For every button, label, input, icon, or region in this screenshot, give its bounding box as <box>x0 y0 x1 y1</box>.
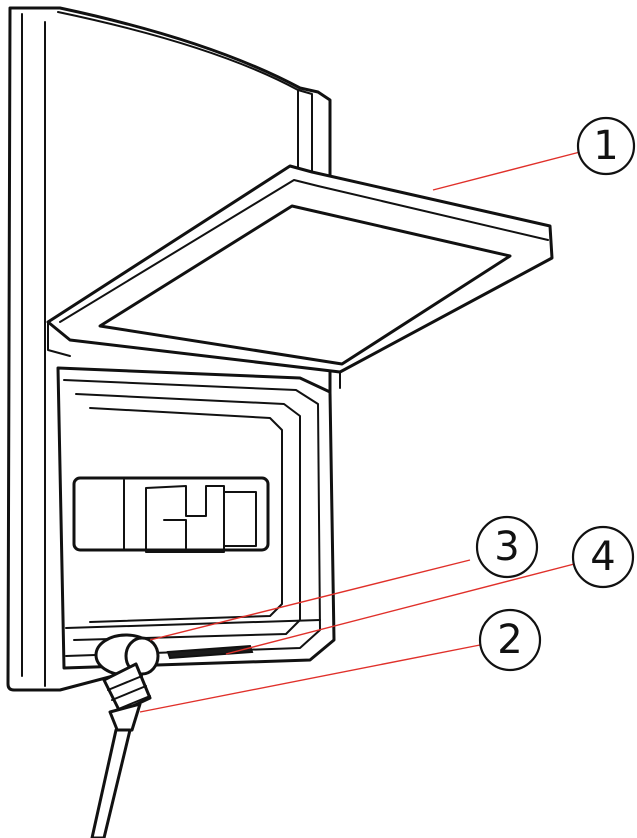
leader-line-3 <box>149 559 471 641</box>
internal-connector <box>72 476 270 553</box>
callout-3: 3 <box>475 515 539 579</box>
callout-2: 2 <box>478 608 542 672</box>
power-cable <box>90 662 152 838</box>
callout-1-number: 1 <box>593 123 618 169</box>
callout-2-number: 2 <box>497 617 522 663</box>
leader-line-2 <box>139 644 481 713</box>
leader-line-4 <box>225 561 583 655</box>
leader-line-1 <box>432 151 581 191</box>
leader-lines <box>139 151 583 713</box>
callout-1: 1 <box>576 116 636 176</box>
callout-4-number: 4 <box>590 534 615 580</box>
callout-3-number: 3 <box>494 524 519 570</box>
callout-4: 4 <box>571 525 635 589</box>
open-cover <box>46 164 554 389</box>
